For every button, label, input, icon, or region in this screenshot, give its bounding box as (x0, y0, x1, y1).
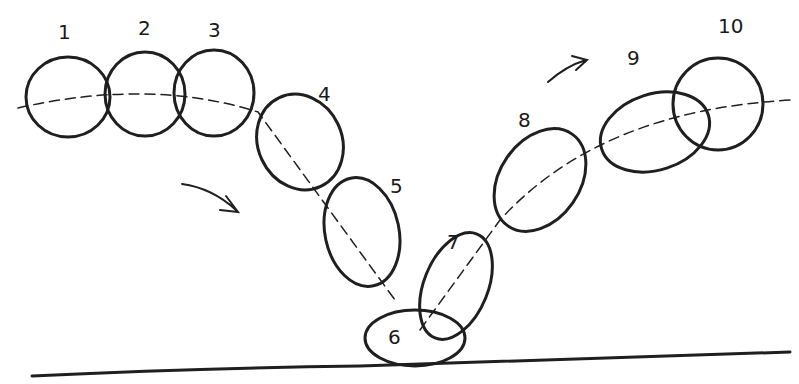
direction-arrow (182, 184, 238, 212)
frame-number: 5 (390, 176, 403, 196)
ball-frame (673, 58, 763, 150)
frame-number: 6 (388, 327, 401, 347)
ball-frame (26, 57, 110, 137)
ground-line (32, 352, 790, 376)
frame-number: 3 (208, 20, 221, 40)
ball-frame (405, 222, 506, 350)
direction-arrow (548, 56, 587, 82)
motion-path (18, 94, 792, 330)
frame-number: 2 (138, 18, 151, 38)
frame-number: 8 (518, 110, 531, 130)
ball-frame (174, 50, 254, 136)
frame-number: 1 (58, 22, 71, 42)
ball-frame (314, 171, 409, 294)
frame-number: 7 (447, 232, 460, 252)
ball-frame (475, 111, 605, 249)
ball-frame (590, 79, 720, 186)
ball-frame (241, 80, 359, 204)
frame-number: 9 (627, 48, 640, 68)
frame-number: 4 (318, 84, 331, 104)
frame-number: 10 (718, 16, 743, 36)
